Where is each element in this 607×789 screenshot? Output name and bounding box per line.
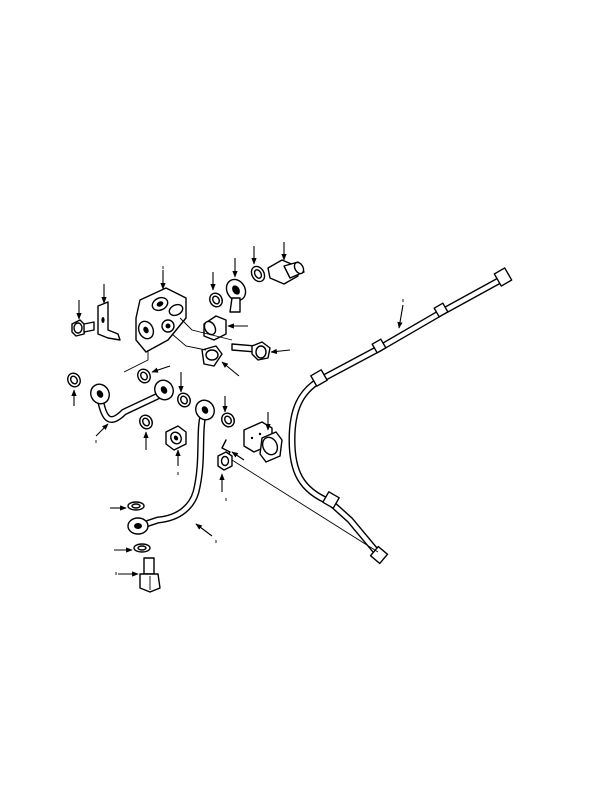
long-bolt — [231, 341, 271, 361]
leader-line-block-2 — [179, 317, 233, 341]
hose-end-fitting-top — [493, 267, 513, 287]
l-bracket — [97, 301, 121, 341]
banjo-bolt-top — [267, 259, 305, 285]
arrow-short-bolt — [221, 361, 240, 377]
arrow-long-bolt — [270, 348, 291, 355]
leader-line — [231, 459, 379, 553]
sealing-washer-top-2 — [209, 292, 223, 308]
hose-clip-1 — [433, 302, 449, 318]
hose-eye-left — [90, 383, 110, 405]
sealing-washer-left — [67, 372, 81, 388]
banjo-bolt-mid — [165, 425, 187, 451]
banjo-bolt-bottom — [139, 557, 161, 593]
lower-hose-eye-top — [195, 399, 215, 421]
sealing-washer-mid-1 — [137, 368, 151, 384]
arrow-long-hose — [397, 304, 404, 329]
arrow-spring-clip — [231, 451, 245, 461]
arrow-left-hose — [95, 423, 109, 437]
reference-ticks — [95, 266, 404, 575]
sealing-washer-mid-3 — [139, 414, 153, 430]
arrow-lower-hose — [195, 523, 213, 537]
lower-fuel-hose — [142, 408, 208, 528]
sealing-washer-bottom-2 — [133, 543, 151, 553]
hose-joint-fitting — [322, 491, 340, 509]
banjo-bolt-large — [243, 421, 283, 463]
short-bolt — [201, 345, 223, 367]
long-return-hose — [288, 274, 508, 560]
bracket-bolt — [71, 319, 95, 337]
eye-fitting-top — [225, 278, 247, 313]
sealing-washer-mid-2 — [177, 392, 191, 408]
left-fuel-hose — [96, 388, 166, 423]
hose-end-fitting-bottom — [369, 545, 389, 565]
sealing-washer-bottom-1 — [127, 501, 145, 511]
leader-line-block-1 — [123, 350, 149, 373]
hose-clip-2 — [371, 338, 387, 354]
arrow-washer-mid-1 — [151, 365, 171, 373]
sealing-washer-top-1 — [250, 265, 266, 283]
hose-eye-right — [154, 379, 174, 401]
sealing-washer-mid-4 — [221, 412, 235, 428]
small-connector — [217, 451, 233, 471]
bottom-hose-eye — [127, 517, 149, 535]
mounting-block — [135, 287, 187, 353]
spacer-sleeve — [203, 315, 227, 341]
hose-tee-fitting — [310, 369, 328, 387]
leader-line-block-3 — [171, 333, 207, 351]
